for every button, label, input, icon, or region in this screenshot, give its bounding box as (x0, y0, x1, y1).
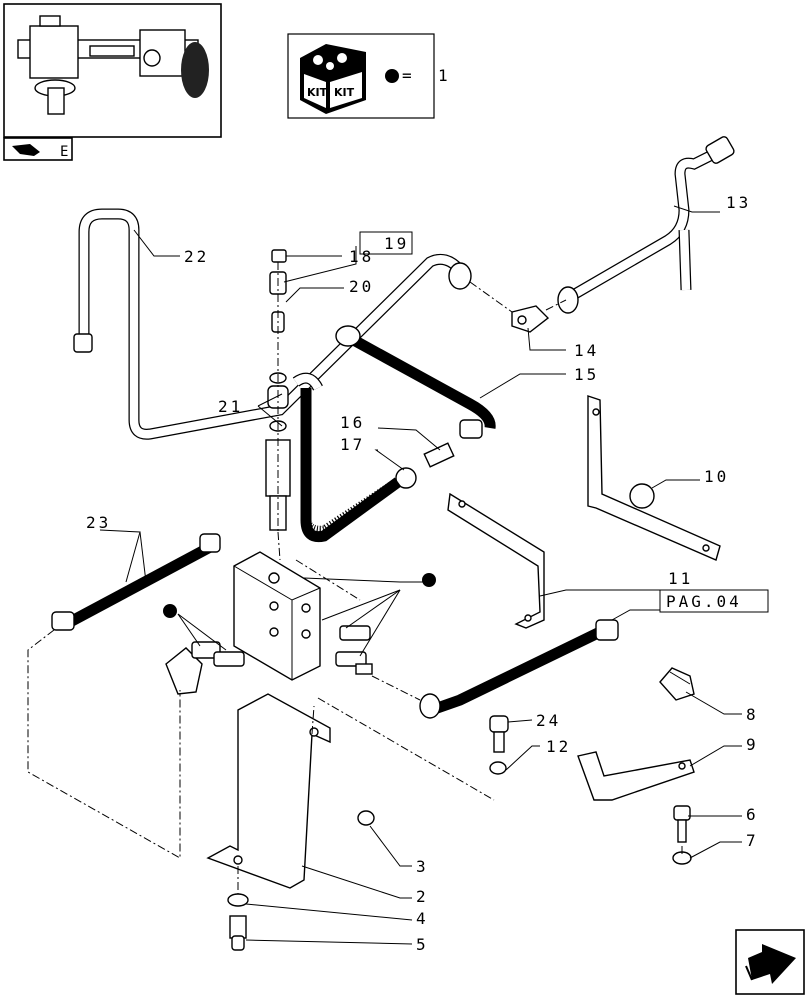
kit-legend: KIT KIT = 1 (287, 33, 451, 119)
hose-23[interactable] (51, 533, 221, 631)
fitting-16[interactable] (423, 442, 455, 468)
legend-dot-value: 1 (438, 66, 451, 85)
callout-15[interactable]: 15 (574, 365, 599, 384)
callout-23[interactable]: 23 (86, 513, 111, 532)
callout-8[interactable]: 8 (746, 705, 759, 724)
bracket-2[interactable] (206, 693, 331, 889)
kit-dot-left (163, 604, 177, 618)
callout-2[interactable]: 2 (416, 887, 429, 906)
bolt-24[interactable] (489, 715, 509, 753)
bracket-10[interactable] (587, 395, 721, 561)
screw-18[interactable] (271, 249, 287, 263)
fitting-17[interactable] (395, 467, 417, 489)
callout-6[interactable]: 6 (746, 805, 759, 824)
kit-dot-right (422, 573, 436, 587)
dot-marker-icon (385, 69, 399, 83)
hose-to-page-04[interactable] (419, 619, 619, 719)
callout-10[interactable]: 10 (704, 467, 729, 486)
axle-thumbnail[interactable] (3, 3, 222, 138)
bolt-5[interactable] (229, 915, 247, 951)
legend-equals: = (402, 66, 415, 85)
next-page-button[interactable] (735, 929, 805, 995)
page-ref-box (659, 589, 769, 613)
kit-label-1: KIT (307, 86, 328, 99)
next-page-arrow-icon (748, 944, 796, 984)
kit-icon: KIT KIT (300, 44, 366, 114)
callout-24[interactable]: 24 (536, 711, 561, 730)
elbow-fitting-left[interactable] (165, 641, 245, 695)
callout-19-box (359, 231, 413, 255)
page-ref-link[interactable]: PAG.04 (666, 592, 742, 611)
callout-9[interactable]: 9 (746, 735, 759, 754)
callout-13[interactable]: 13 (726, 193, 751, 212)
callout-5[interactable]: 5 (416, 935, 429, 954)
callout-20[interactable]: 20 (349, 277, 374, 296)
thumbnail-corner-letter: E (60, 144, 71, 160)
callout-21[interactable]: 21 (218, 397, 243, 416)
callout-17[interactable]: 17 (340, 435, 365, 454)
nut-3[interactable] (357, 810, 375, 826)
callout-12[interactable]: 12 (546, 737, 571, 756)
callout-11[interactable]: 11 (668, 569, 693, 588)
pipe-22[interactable] (73, 208, 472, 440)
previous-page-icon (12, 144, 40, 156)
block-bolts[interactable] (335, 625, 373, 675)
kit-label-2: KIT (334, 86, 355, 99)
previous-page-button[interactable]: E (3, 137, 73, 161)
valve-block[interactable] (233, 551, 321, 681)
callout-4[interactable]: 4 (416, 909, 429, 928)
callout-19[interactable]: 19 (384, 234, 409, 253)
hose-center-bend[interactable] (292, 372, 402, 543)
leader-lines (99, 205, 742, 945)
axle-thumbnail-drawing (17, 15, 209, 115)
callout-7[interactable]: 7 (746, 831, 759, 850)
hose-15[interactable] (335, 325, 496, 439)
callout-14[interactable]: 14 (574, 341, 599, 360)
bracket-11[interactable] (447, 492, 545, 629)
bolt-6[interactable] (673, 805, 691, 843)
assembly-lines (27, 262, 683, 894)
callout-22[interactable]: 22 (184, 247, 209, 266)
washer-4[interactable] (227, 893, 249, 907)
washer-12[interactable] (489, 761, 507, 775)
callout-3[interactable]: 3 (416, 857, 429, 876)
clip-8[interactable] (659, 667, 695, 701)
elbow-14[interactable] (511, 305, 550, 333)
callout-16[interactable]: 16 (340, 413, 365, 432)
bracket-9[interactable] (577, 751, 695, 801)
pipe-13[interactable] (557, 135, 735, 314)
callout-18[interactable]: 18 (349, 247, 374, 266)
